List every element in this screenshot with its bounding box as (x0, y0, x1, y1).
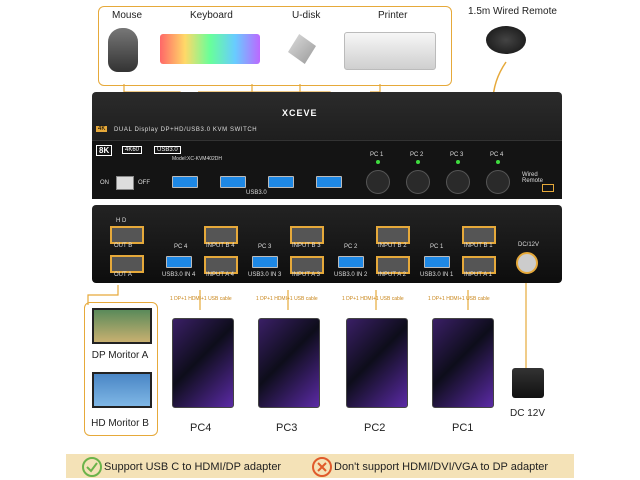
usb-in-4-port[interactable] (166, 256, 192, 268)
input-b1-port[interactable] (462, 226, 496, 244)
udisk-label: U-disk (292, 10, 321, 21)
remote-port[interactable] (542, 184, 554, 192)
product-line: DUAL Display DP+HD/USB3.0 KVM SWITCH (114, 127, 258, 133)
printer-icon (344, 32, 436, 70)
hd-monitor-label: HD Moritor B (91, 418, 149, 429)
power-label: DC 12V (510, 408, 546, 419)
monitors-frame (84, 302, 158, 436)
usb-in-1-label: USB3.0 IN 1 (420, 272, 454, 278)
mouse-icon (108, 28, 138, 72)
usb-in-4-label: USB3.0 IN 4 (162, 272, 196, 278)
brand-logo: XCEVE (282, 108, 318, 118)
pc2-tower (346, 318, 408, 408)
hd-monitor-screen (92, 372, 152, 408)
input-b2-port[interactable] (376, 226, 410, 244)
mouse-label: Mouse (112, 10, 143, 21)
input-a2-port[interactable] (376, 256, 410, 274)
remote-title: 1.5m Wired Remote (468, 6, 557, 17)
input-b3-port[interactable] (290, 226, 324, 244)
usb-in-3-label: USB3.0 IN 3 (248, 272, 282, 278)
pc4-label: PC 4 (490, 152, 504, 158)
cable-note-2: 1 DP+1 HDMI+1 USB cable (342, 296, 404, 302)
pc2-label: PC2 (364, 422, 386, 434)
pc4-led (496, 160, 500, 164)
pc3-tower (258, 318, 320, 408)
remote-icon (486, 26, 526, 54)
cable-note-3: 1 DP+1 HDMI+1 USB cable (256, 296, 318, 302)
dc-jack[interactable] (516, 252, 538, 274)
pc2-label: PC 2 (410, 152, 424, 158)
input-b1-label: INPUT B 1 (464, 243, 493, 249)
pc4-label: PC4 (190, 422, 212, 434)
pc2-led (416, 160, 420, 164)
keyboard-icon (160, 34, 260, 64)
out-b-label: OUT B (114, 243, 133, 249)
dp-monitor-label: DP Moritor A (91, 350, 149, 361)
pc3-label: PC3 (276, 422, 298, 434)
printer-label: Printer (378, 10, 408, 21)
input-a4-port[interactable] (204, 256, 238, 274)
pc4-tower (172, 318, 234, 408)
usb-port-1[interactable] (172, 176, 198, 188)
input-b4-port[interactable] (204, 226, 238, 244)
out-b-hd-label: H D (116, 218, 127, 224)
keyboard-label: Keyboard (190, 10, 233, 21)
check-icon (82, 457, 102, 477)
group1-pc-label: PC 1 (430, 244, 444, 250)
input-a2-label: INPUT A 2 (378, 272, 406, 278)
input-a3-label: INPUT A 3 (292, 272, 320, 278)
input-a3-port[interactable] (290, 256, 324, 274)
support-text: Support USB C to HDMI/DP adapter (104, 461, 282, 473)
usb-port-4[interactable] (316, 176, 342, 188)
pc1-tower (432, 318, 494, 408)
usb30-label: USB3.0 (246, 190, 267, 196)
on-label: ON (100, 180, 109, 186)
badge-4k60: 4K60 (122, 146, 143, 154)
model-label: Model:XC-KVM402DH (172, 156, 223, 162)
input-b3-label: INPUT B 3 (292, 243, 321, 249)
badge-usb: USB3.0 (154, 146, 181, 154)
usb-in-3-port[interactable] (252, 256, 278, 268)
power-adapter-icon (512, 368, 544, 398)
usb-port-3[interactable] (268, 176, 294, 188)
pc3-button[interactable] (446, 170, 470, 194)
input-a1-port[interactable] (462, 256, 496, 274)
input-a4-label: INPUT A 4 (206, 272, 234, 278)
usb-in-2-port[interactable] (338, 256, 364, 268)
cable-note-1: 1 DP+1 HDMI+1 USB cable (428, 296, 490, 302)
input-b2-label: INPUT B 2 (378, 243, 407, 249)
dc-label: DC/12V (518, 242, 540, 248)
badge-8k: 8K (96, 145, 113, 156)
dp-monitor-screen (92, 308, 152, 344)
not-support-text: Don't support HDMI/DVI/VGA to DP adapter (334, 461, 549, 473)
pc1-button[interactable] (366, 170, 390, 194)
dp-out-a-port[interactable] (110, 255, 144, 273)
pc2-button[interactable] (406, 170, 430, 194)
cable-note-4: 1 DP+1 HDMI+1 USB cable (170, 296, 232, 302)
off-label: OFF (138, 180, 150, 186)
pc1-label: PC1 (452, 422, 474, 434)
group4-pc-label: PC 4 (174, 244, 188, 250)
pc3-label: PC 3 (450, 152, 464, 158)
power-switch[interactable] (116, 176, 134, 190)
usb-in-2-label: USB3.0 IN 2 (334, 272, 368, 278)
hdmi-out-b-port[interactable] (110, 226, 144, 244)
input-b4-label: INPUT B 4 (206, 243, 235, 249)
badge-4k: 4K (96, 126, 108, 132)
remote-port-label: Wired Remote (522, 172, 544, 184)
pc4-button[interactable] (486, 170, 510, 194)
pc3-led (456, 160, 460, 164)
kvm-front-face (92, 140, 562, 199)
pc1-label: PC 1 (370, 152, 384, 158)
input-a1-label: INPUT A 1 (464, 272, 492, 278)
group3-pc-label: PC 3 (258, 244, 272, 250)
out-a-label: OUT A (114, 272, 132, 278)
pc1-led (376, 160, 380, 164)
usb-port-2[interactable] (220, 176, 246, 188)
cross-icon (312, 457, 332, 477)
group2-pc-label: PC 2 (344, 244, 358, 250)
usb-in-1-port[interactable] (424, 256, 450, 268)
